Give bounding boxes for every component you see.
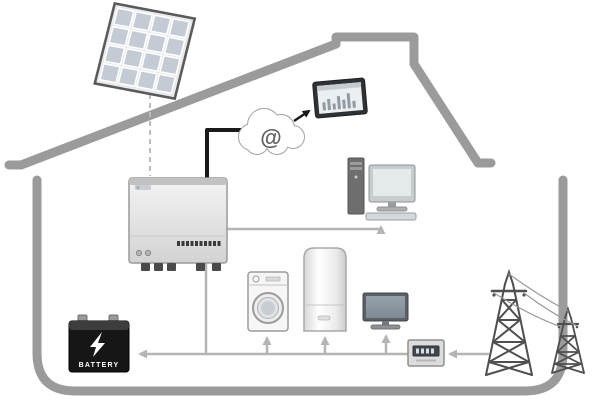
house-walls (32, 175, 568, 396)
house-outline (4, 32, 568, 396)
power-wires (493, 273, 578, 327)
line-inverter-to-cloud (205, 128, 243, 179)
tv-monitor-icon (362, 292, 409, 330)
tv-screen (366, 296, 405, 318)
solar-cells (98, 7, 191, 95)
monitoring-tablet-icon (312, 77, 368, 119)
inverter-terminal-row (177, 241, 221, 246)
computer-keyboard (365, 212, 417, 221)
house-roof (4, 32, 496, 170)
tablet-chart (322, 93, 356, 111)
internet-cloud-icon: @ (238, 108, 305, 155)
desktop-computer-icon (347, 157, 417, 221)
refrigerator-icon (303, 247, 347, 332)
power-connections (138, 225, 489, 359)
battery-icon: BATTERY (68, 314, 130, 373)
power-tower-small-icon (551, 306, 585, 374)
inverter-logo (135, 185, 151, 190)
cloud-at-symbol: @ (260, 125, 281, 150)
lightning-bolt-icon (90, 332, 105, 357)
battery-label: BATTERY (79, 362, 120, 369)
computer-tower (347, 157, 365, 215)
inverter-ports (141, 263, 221, 271)
line-inverter-to-computer (227, 225, 386, 234)
line-cloud-to-tablet (293, 109, 311, 123)
solar-inverter-icon (128, 177, 228, 271)
power-tower-large-icon (485, 268, 533, 376)
utility-power-towers (485, 268, 585, 376)
solar-panel-icon (93, 1, 197, 101)
energy-meter-icon (407, 339, 445, 367)
washing-machine-icon (247, 271, 289, 332)
